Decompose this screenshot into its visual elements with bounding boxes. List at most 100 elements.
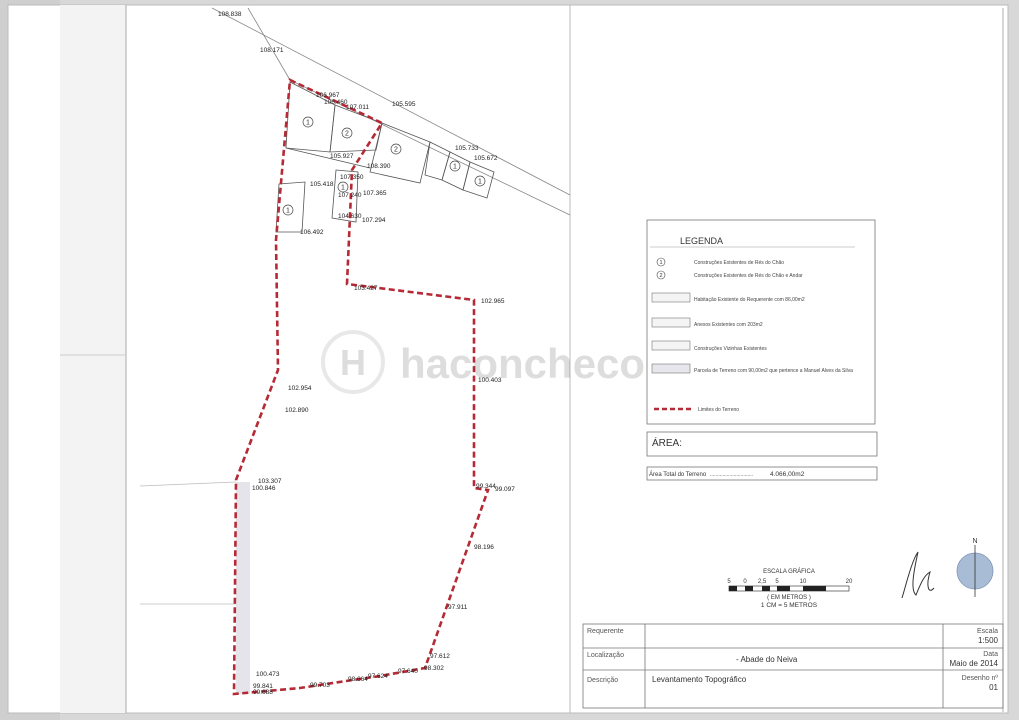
- svg-text:1: 1: [341, 185, 345, 192]
- elevation-label: 97.612: [430, 653, 450, 660]
- area-total-label: Área Total do Terreno: [649, 471, 707, 478]
- elevation-label: 97.911: [448, 604, 468, 611]
- svg-text:1: 1: [453, 164, 457, 171]
- scale-unit: ( EM METROS ): [767, 595, 811, 601]
- elevation-label: 99.703: [310, 682, 330, 689]
- elevation-label: 103.427: [354, 285, 378, 292]
- legend: LEGENDA 1 Construções Existentes de Rés …: [646, 219, 876, 425]
- escala-value: 1:500: [978, 636, 999, 645]
- legend-item-label: Parcela de Terreno com 90,00m2 que perte…: [694, 368, 853, 374]
- elevation-label: 107.365: [363, 190, 387, 197]
- elevation-label: 105.672: [474, 155, 498, 162]
- svg-text:1: 1: [659, 260, 662, 266]
- area-heading: ÁREA:: [652, 436, 682, 449]
- watermark: H haconcheco: [321, 330, 645, 394]
- elevation-labels: 108.838 108.171 106.967 106.460 107.011 …: [218, 11, 515, 696]
- building-2-top: [329, 104, 383, 153]
- escala-label: Escala: [977, 628, 998, 635]
- legend-item-label: Construções Vizinhas Existentes: [694, 346, 767, 352]
- data-label: Data: [983, 651, 998, 658]
- watermark-logo-icon: [321, 330, 385, 394]
- elevation-label: 98.302: [424, 665, 444, 672]
- buildings: [275, 81, 495, 233]
- svg-text:1: 1: [306, 120, 310, 127]
- legend-item-label: Habitação Existente do Requerente com 86…: [694, 297, 805, 303]
- legend-item-label: Construções Existentes de Rés do Chão: [694, 260, 784, 266]
- area-dots: ...............................: [710, 472, 753, 478]
- elevation-label: 102.954: [288, 385, 312, 392]
- marker-1: 1: [302, 116, 314, 128]
- building-markers: 1 2 2 1 1 1 1: [282, 116, 486, 216]
- building-small-c: [462, 161, 495, 199]
- property-boundary: [232, 78, 490, 696]
- elevation-label: 107.240: [338, 192, 362, 199]
- elevation-label: 100.473: [256, 671, 280, 678]
- area-box: ÁREA: Área Total do Terreno ............…: [646, 431, 878, 481]
- elevation-label: 108.171: [260, 47, 284, 54]
- elevation-label: 106.460: [324, 99, 348, 106]
- marker-5: 1: [474, 175, 486, 187]
- elevation-label: 105.595: [392, 101, 416, 108]
- localizacao-value: - Abade do Neiva: [736, 655, 798, 664]
- building-left: [275, 181, 306, 233]
- elevation-label: 100.403: [478, 377, 502, 384]
- hatched-parcel-strip: [236, 482, 250, 694]
- watermark-text: haconcheco: [400, 340, 645, 387]
- legend-swatch: [651, 363, 691, 374]
- requerente-label: Requerente: [587, 628, 624, 635]
- building-row-right: [369, 122, 431, 184]
- elevation-label: 97.624: [368, 673, 388, 680]
- scale-bar: ESCALA GRÁFICA 5 0 2,5 5 10 20 ( EM METR…: [727, 568, 853, 609]
- svg-text:2: 2: [394, 147, 398, 154]
- elevation-label: 106.967: [316, 92, 340, 99]
- legend-swatch: [651, 317, 691, 328]
- elevation-label: 97.640: [398, 668, 418, 675]
- fold-strip: [60, 5, 126, 713]
- legend-swatch: [651, 340, 691, 351]
- legend-box: [646, 219, 876, 425]
- descricao-label: Descrição: [587, 677, 618, 684]
- svg-text:2,5: 2,5: [758, 579, 767, 585]
- building-middle: [331, 169, 359, 223]
- svg-text:2: 2: [659, 273, 662, 279]
- elevation-label: 102.890: [285, 407, 309, 414]
- legend-item-label: Construções Existentes de Rés do Chão e …: [694, 273, 803, 279]
- elevation-label: 98.196: [474, 544, 494, 551]
- elevation-label: 105.927: [330, 153, 354, 160]
- elevation-label: 108.390: [367, 163, 391, 170]
- elevation-label: 106.492: [300, 229, 324, 236]
- svg-text:10: 10: [800, 579, 807, 585]
- elevation-label: 105.418: [310, 181, 334, 188]
- legend-title: LEGENDA: [680, 236, 723, 246]
- svg-text:2: 2: [345, 131, 349, 138]
- elevation-label: 99.097: [495, 486, 515, 493]
- elevation-label: 102.965: [481, 298, 505, 305]
- localizacao-label: Localização: [587, 652, 624, 659]
- scale-ratio: 1 CM = 5 METROS: [761, 602, 818, 609]
- elevation-label: 105.733: [455, 145, 479, 152]
- elevation-label: 98.664: [348, 676, 368, 683]
- descricao-value: Levantamento Topográfico: [652, 675, 747, 684]
- elevation-label: 103.307: [258, 478, 282, 485]
- elevation-label: 104.630: [338, 213, 362, 220]
- svg-text:5: 5: [727, 579, 731, 585]
- elevation-label: 107.294: [362, 217, 386, 224]
- marker-3: 2: [390, 143, 402, 155]
- elevation-label: 99.841: [253, 683, 273, 690]
- marker-4: 1: [449, 160, 461, 172]
- elevation-label: 99.688: [253, 689, 273, 696]
- north-letter: N: [972, 538, 977, 545]
- signature-icon: [901, 551, 935, 599]
- legend-swatch: [651, 292, 691, 303]
- neighbour-lines: [139, 481, 237, 605]
- marker-7: 1: [282, 204, 294, 216]
- svg-text:5: 5: [775, 579, 779, 585]
- marker-2: 2: [341, 127, 353, 139]
- north-arrow: N: [956, 538, 994, 597]
- elevation-label: 107.011: [346, 104, 369, 111]
- marker-6: 1: [337, 181, 349, 193]
- elevation-label: 100.846: [252, 485, 276, 492]
- scale-title: ESCALA GRÁFICA: [763, 568, 815, 575]
- svg-text:1: 1: [478, 179, 482, 186]
